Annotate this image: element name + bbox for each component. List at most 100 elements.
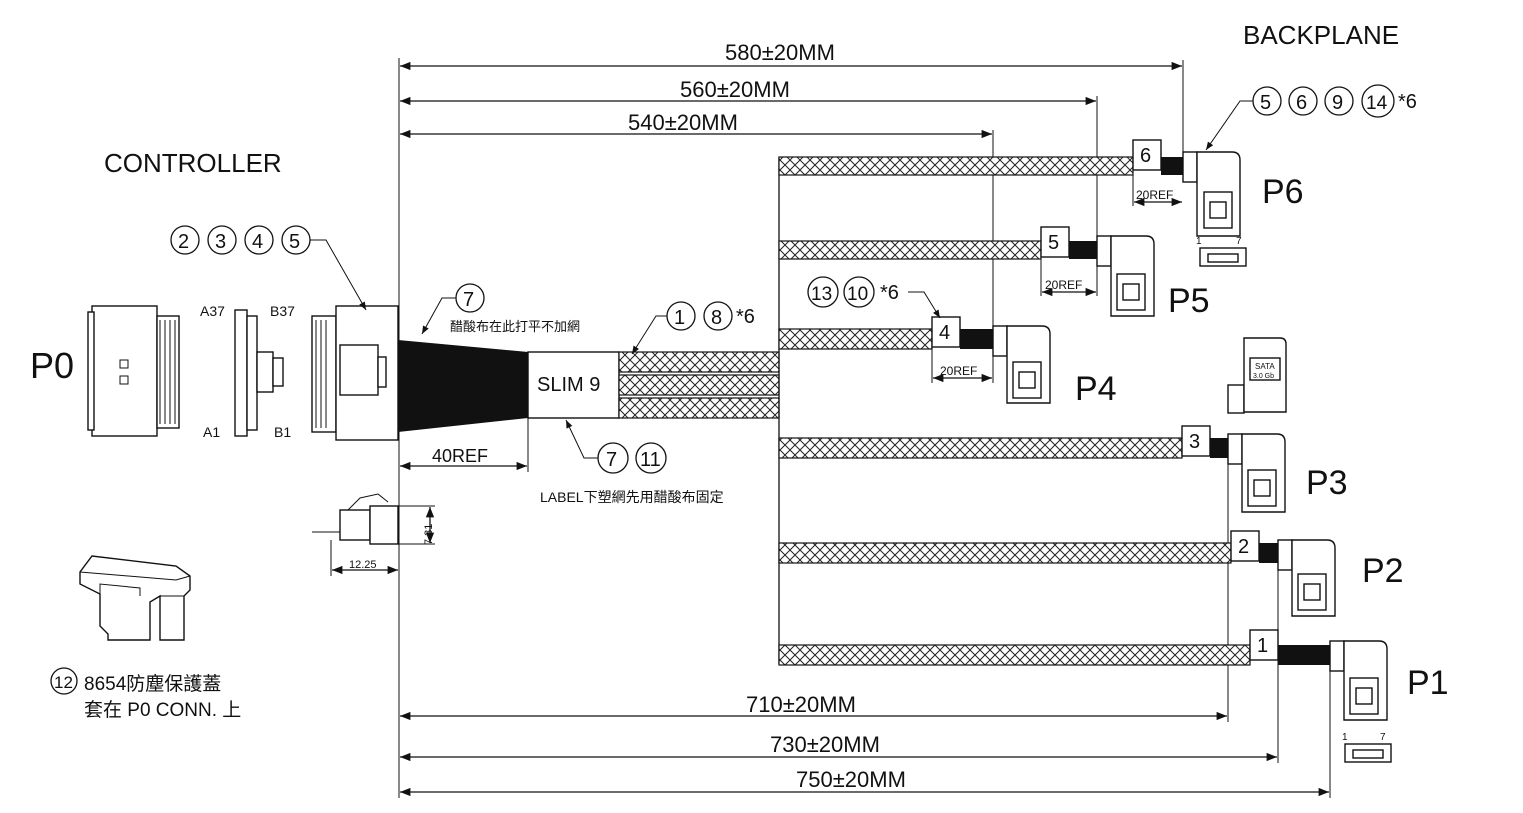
backplane-label: BACKPLANE <box>1243 20 1399 50</box>
svg-text:6: 6 <box>1296 92 1307 114</box>
dimension-20ref-p5: 20REF <box>1040 257 1096 297</box>
cable-branch-5 <box>778 240 1042 260</box>
p0-label: P0 <box>30 345 74 386</box>
sata-plug-p6 <box>1182 151 1241 237</box>
flattened-cable-section <box>398 340 528 432</box>
pin-label-a1: A1 <box>203 424 220 440</box>
svg-text:540±20MM: 540±20MM <box>628 110 738 135</box>
sata-detail-label: SATA <box>1255 362 1275 371</box>
stub-p4 <box>960 329 993 349</box>
pin-label-a37: A37 <box>200 303 225 319</box>
p4-label: P4 <box>1075 370 1117 408</box>
svg-text:750±20MM: 750±20MM <box>796 767 906 792</box>
cable-tag-2: 2 <box>1230 530 1260 562</box>
svg-text:14: 14 <box>1366 93 1388 114</box>
dimension-540: 540±20MM <box>400 110 992 139</box>
svg-text:12: 12 <box>54 673 73 692</box>
pin-label-b37: B37 <box>270 303 295 319</box>
svg-text:LABEL下塑網先用醋酸布固定: LABEL下塑網先用醋酸布固定 <box>540 489 724 505</box>
dimension-710: 710±20MM <box>400 692 1227 721</box>
dimension-730: 730±20MM <box>400 732 1277 762</box>
svg-text:730±20MM: 730±20MM <box>770 732 880 757</box>
p6-label: P6 <box>1262 173 1304 211</box>
cable-branch-4 <box>778 328 933 350</box>
sata-plug-p3 <box>1227 433 1286 513</box>
sata-plug-p2 <box>1277 539 1336 617</box>
svg-text:580±20MM: 580±20MM <box>725 40 835 65</box>
cable-tag-4: 4 <box>931 316 961 348</box>
callout-2345: 2 3 4 5 <box>170 225 367 311</box>
p1-pin7: 7 <box>1380 732 1386 743</box>
callout-711: 7 11 LABEL下塑網先用醋酸布固定 <box>540 419 724 505</box>
sata-face-p6 <box>1199 247 1247 267</box>
sata-plug-p4 <box>992 325 1051 404</box>
dimension-40ref: 40REF <box>400 418 529 472</box>
cable-bundle <box>618 351 780 419</box>
callout-1310: 13 10 *6 <box>807 276 941 319</box>
slim-label-box <box>527 351 620 419</box>
p6-pin7: 7 <box>1236 236 1242 247</box>
callout-12: 12 8654防塵保護蓋 套在 P0 CONN. 上 <box>50 667 241 721</box>
svg-text:4: 4 <box>939 322 950 344</box>
svg-text:7: 7 <box>463 289 474 311</box>
p5-label: P5 <box>1168 282 1210 320</box>
cable-branch-2 <box>778 542 1232 564</box>
stub-p2 <box>1259 543 1278 563</box>
callout-18: 1 8 *6 <box>631 301 755 355</box>
svg-text:9: 9 <box>1332 92 1343 114</box>
sata-plug-detail <box>1227 337 1287 414</box>
svg-text:20REF: 20REF <box>940 364 977 378</box>
svg-text:*6: *6 <box>736 306 755 328</box>
svg-text:11: 11 <box>640 449 661 471</box>
dim-7-31: 7.31 <box>423 524 435 545</box>
svg-text:6: 6 <box>1140 145 1151 167</box>
sata-detail-speed: 3.0 Gb <box>1253 373 1274 380</box>
dim-12-25: 12.25 <box>349 559 377 571</box>
svg-text:10: 10 <box>847 284 868 305</box>
controller-plug <box>311 305 399 441</box>
svg-text:1: 1 <box>674 307 685 329</box>
dimension-20ref-p4: 20REF <box>931 347 992 383</box>
cable-tag-3: 3 <box>1181 425 1211 457</box>
cable-branch-1 <box>778 644 1251 666</box>
p6-pin1: 1 <box>1196 236 1202 247</box>
dimension-560: 560±20MM <box>400 77 1096 106</box>
stub-p5 <box>1069 241 1097 259</box>
svg-text:8654防塵保護蓋: 8654防塵保護蓋 <box>84 673 221 695</box>
svg-text:套在 P0 CONN. 上: 套在 P0 CONN. 上 <box>84 699 241 721</box>
cable-tag-5: 5 <box>1040 226 1070 258</box>
dimension-20ref-p6: 20REF <box>1132 170 1182 207</box>
cable-branch-6 <box>778 156 1134 176</box>
svg-text:3: 3 <box>215 231 226 253</box>
svg-text:20REF: 20REF <box>1045 278 1082 292</box>
callout-7-top: 7 醋酸布在此打平不加網 <box>421 283 580 335</box>
svg-text:2: 2 <box>1238 536 1249 558</box>
p0-edge-view <box>234 309 284 437</box>
svg-text:*6: *6 <box>880 282 899 304</box>
svg-text:40REF: 40REF <box>432 446 488 466</box>
svg-text:3: 3 <box>1189 431 1200 453</box>
svg-text:20REF: 20REF <box>1136 188 1173 202</box>
svg-text:7: 7 <box>606 449 617 471</box>
svg-text:4: 4 <box>252 231 263 253</box>
svg-text:2: 2 <box>178 231 189 253</box>
pin-label-b1: B1 <box>274 424 291 440</box>
cable-tag-1: 1 <box>1249 629 1279 661</box>
p2-label: P2 <box>1362 552 1404 590</box>
svg-text:13: 13 <box>811 284 832 305</box>
svg-text:*6: *6 <box>1398 91 1417 113</box>
controller-side-view <box>312 493 435 576</box>
slim-label: SLIM 9 <box>537 374 600 396</box>
svg-text:醋酸布在此打平不加網: 醋酸布在此打平不加網 <box>450 319 580 334</box>
svg-text:5: 5 <box>289 231 300 253</box>
stub-p6 <box>1161 157 1183 175</box>
svg-text:560±20MM: 560±20MM <box>680 77 790 102</box>
p0-connector <box>87 305 180 437</box>
controller-label: CONTROLLER <box>104 148 282 178</box>
stub-p3 <box>1210 438 1228 458</box>
dimension-750: 750±20MM <box>400 767 1329 797</box>
svg-text:710±20MM: 710±20MM <box>746 692 856 717</box>
dimension-580: 580±20MM <box>400 40 1182 71</box>
svg-text:5: 5 <box>1260 92 1271 114</box>
